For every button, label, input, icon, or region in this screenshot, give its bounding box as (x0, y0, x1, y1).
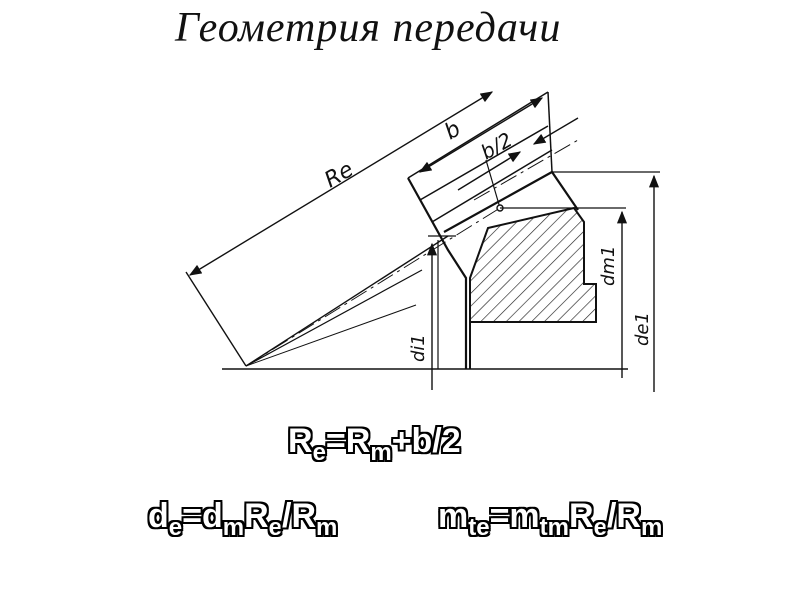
b-dimension (418, 97, 544, 173)
label-de1: de1 (632, 312, 653, 346)
label-di1: di1 (408, 334, 429, 362)
formula-mte: mte=mtmRe/Rm (438, 497, 663, 541)
pitch-line-ext (473, 139, 579, 201)
tooth-face-top (419, 125, 549, 201)
label-re: Re (321, 157, 358, 193)
b-half-arrow2 (532, 117, 579, 145)
label-b: b (441, 117, 466, 146)
page-title: Геометрия передачи (175, 5, 562, 51)
cone-line-mid (245, 207, 501, 367)
tooth-outline (407, 177, 468, 369)
formula-re: Re=Rm+b/2 (288, 422, 461, 466)
gear-body-hatched (469, 206, 597, 323)
cone-line-inner2 (245, 304, 417, 367)
cone-line-inner (245, 269, 423, 367)
front-cone-line (547, 91, 553, 173)
formula-de: de=dmRe/Rm (148, 497, 338, 541)
label-dm1: dm1 (598, 246, 619, 286)
re-extension (185, 271, 247, 367)
b-half-leader (485, 159, 501, 209)
